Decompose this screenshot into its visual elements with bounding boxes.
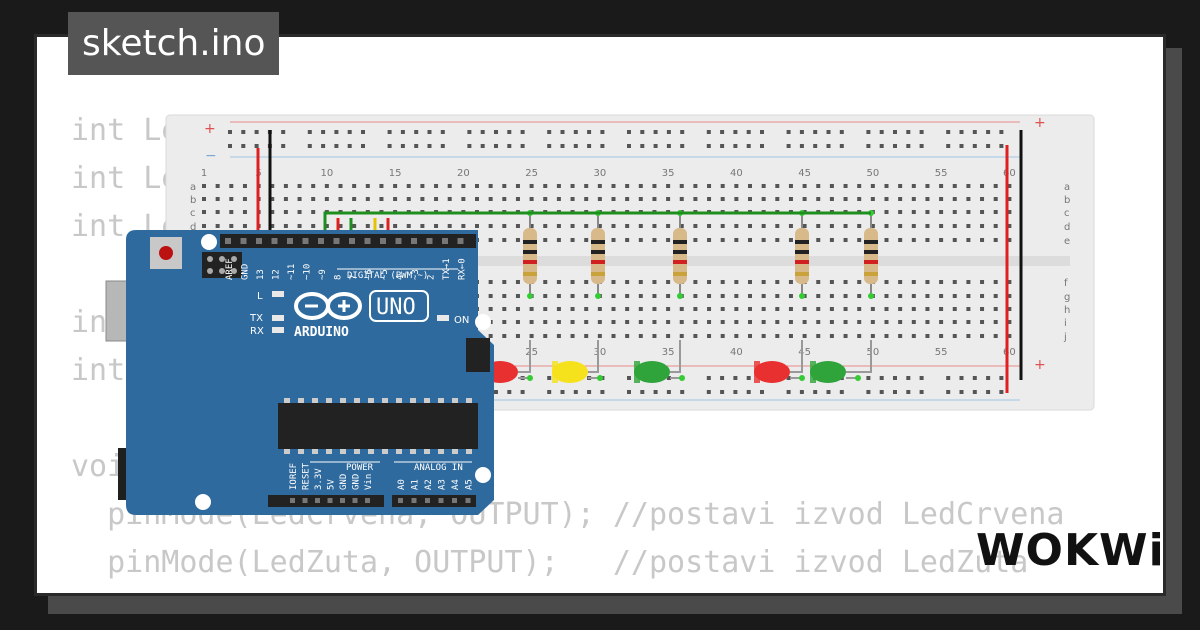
resistor: [591, 228, 605, 284]
column-number: 35: [662, 168, 675, 179]
rail-minus-label: −: [205, 148, 217, 164]
column-number: 1: [201, 168, 207, 179]
row-letter: d: [190, 222, 196, 233]
column-number: 40: [730, 347, 743, 358]
rail-plus-label-bottom: +: [1034, 357, 1046, 373]
led-yellow[interactable]: [552, 340, 603, 383]
pin-label: ~3: [411, 269, 421, 280]
power-pin-label: IOREF: [289, 463, 299, 490]
column-number: 50: [866, 347, 879, 358]
arduino-logo-icon: [294, 292, 362, 320]
pin-label: ~11: [287, 264, 297, 280]
row-letter: a: [190, 182, 196, 193]
pin-label: 7: [349, 275, 359, 280]
pin-label: ~6: [365, 269, 375, 280]
analog-pin-label: A0: [397, 479, 407, 490]
resistors: [523, 210, 878, 299]
icsp-header: [202, 252, 242, 278]
power-pin-label: Vin: [364, 474, 374, 490]
analog-pin-label: A5: [465, 479, 475, 490]
row-letter: a: [1064, 182, 1070, 193]
resistor: [673, 228, 687, 284]
row-letter: b: [190, 195, 196, 206]
power-pin-label: GND: [352, 474, 362, 490]
column-number: 30: [593, 168, 606, 179]
pin-label: GND: [241, 264, 251, 280]
row-letter: e: [1064, 236, 1070, 247]
uno-label: UNO: [376, 295, 416, 320]
column-number: 50: [866, 168, 879, 179]
row-letter: f: [1064, 278, 1068, 289]
led-tx-label: TX: [249, 313, 263, 324]
power-pin-label: RESET: [302, 462, 312, 490]
power-label: POWER: [346, 463, 374, 473]
power-pin-label: 3.3V: [314, 468, 324, 490]
on-label: ON: [454, 315, 469, 326]
analog-pin-label: A4: [451, 479, 461, 490]
row-letter: c: [1064, 208, 1070, 219]
pin-label: 4: [396, 275, 406, 280]
led-red[interactable]: [754, 340, 805, 383]
row-letter: c: [190, 208, 196, 219]
led-l-label: L: [257, 291, 263, 302]
resistor: [864, 228, 878, 284]
column-number: 15: [389, 168, 402, 179]
leds: [482, 340, 872, 383]
led-green[interactable]: [810, 340, 872, 383]
pin-label: 2: [427, 275, 437, 280]
column-number: 25: [525, 347, 538, 358]
microcontroller-chip: [278, 403, 478, 449]
column-number: 60: [1003, 168, 1016, 179]
pin-label: RX←0: [458, 258, 468, 280]
rail-plus-label: +: [204, 121, 216, 137]
pin-label: 8: [334, 275, 344, 280]
column-number: 55: [935, 168, 948, 179]
led-green[interactable]: [634, 340, 685, 383]
column-number: 35: [662, 347, 675, 358]
row-letter: j: [1063, 332, 1067, 343]
file-tab[interactable]: sketch.ino: [68, 12, 280, 75]
row-letter: b: [1064, 195, 1070, 206]
pin-label: AREF: [225, 258, 235, 280]
row-letter: d: [1064, 222, 1070, 233]
power-pin-label: 5V: [327, 479, 337, 490]
power-pin-label: GND: [339, 474, 349, 490]
wokwi-logo: WOKWi: [976, 525, 1165, 576]
column-number: 20: [457, 168, 470, 179]
analog-pin-label: A2: [424, 479, 434, 490]
column-number: 25: [525, 168, 538, 179]
icsp2-header: [466, 338, 490, 372]
digital-header: [220, 234, 476, 248]
column-number: 40: [730, 168, 743, 179]
resistor: [795, 228, 809, 284]
row-letter: g: [1064, 292, 1070, 303]
analog-pin-label: A1: [411, 479, 421, 490]
rail-plus-label-right: +: [1034, 115, 1046, 131]
row-letter: i: [1064, 318, 1067, 329]
pin-label: ~5: [380, 269, 390, 280]
analog-label: ANALOG IN: [414, 463, 463, 473]
column-number: 45: [798, 168, 811, 179]
pin-label: ~9: [318, 269, 328, 280]
analog-pin-label: A3: [438, 479, 448, 490]
analog-header: [392, 495, 476, 507]
pin-label: 12: [272, 269, 282, 280]
led-rx-label: RX: [250, 326, 264, 337]
column-number: 10: [320, 168, 333, 179]
pin-label: ~10: [303, 264, 313, 280]
resistor: [523, 228, 537, 284]
column-number: 45: [798, 347, 811, 358]
column-number: 60: [1003, 347, 1016, 358]
row-letter: h: [1064, 305, 1070, 316]
column-number: 30: [593, 347, 606, 358]
column-number: 55: [935, 347, 948, 358]
arduino-brand-label: ARDUINO: [294, 325, 349, 340]
pin-label: 13: [256, 269, 266, 280]
digital-label: DIGITAL (PWM ~): [347, 271, 428, 281]
